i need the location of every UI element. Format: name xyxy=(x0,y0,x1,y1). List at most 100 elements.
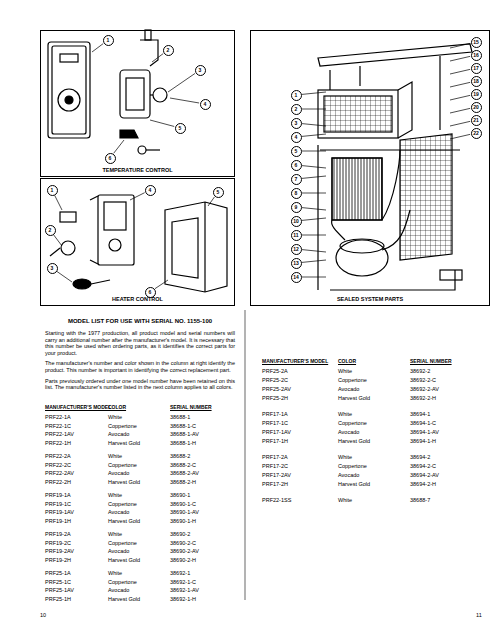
leader-line xyxy=(450,121,470,126)
table-cell: PRF19-1A xyxy=(45,492,71,498)
table-cell: 38688-2 xyxy=(170,453,190,459)
column-header: MANUFACTURER'S MODEL xyxy=(262,358,328,364)
table-cell: Coppertone xyxy=(108,501,137,507)
table-cell: PRF17-1C xyxy=(262,420,288,426)
callout-number: 16 xyxy=(471,50,482,61)
leader-line xyxy=(302,166,326,168)
callout-number: 7 xyxy=(291,174,302,185)
table-cell: PRF22-2C xyxy=(45,462,71,468)
panel-caption: TEMPERATURE CONTROL xyxy=(100,167,174,173)
illustration-panel: HEATER CONTROL xyxy=(40,178,235,306)
table-cell: Harvest Gold xyxy=(108,518,140,524)
callout-number: 1 xyxy=(291,90,302,101)
callout-number: 20 xyxy=(471,102,482,113)
table-cell: PRF25-1H xyxy=(45,596,71,602)
table-cell: 38690-1-AV xyxy=(170,509,199,515)
table-cell: PRF25-1C xyxy=(45,579,71,585)
leader-line xyxy=(302,151,326,152)
table-cell: White xyxy=(108,570,122,576)
leader-line xyxy=(450,134,470,139)
table-cell: PRF22-1SS xyxy=(262,497,291,503)
column-header: SERIAL NUMBER xyxy=(170,404,212,410)
leader-line xyxy=(302,92,326,94)
table-cell: PRF19-2C xyxy=(45,540,71,546)
table-cell: 38690-1 xyxy=(170,492,190,498)
table-cell: 38688-2-H xyxy=(170,479,196,485)
table-cell: Coppertone xyxy=(108,423,137,429)
table-cell: 38692-1-H xyxy=(170,596,196,602)
table-cell: PRF25-2AV xyxy=(262,386,291,392)
table-cell: 38692-2 xyxy=(410,368,430,374)
table-cell: White xyxy=(338,411,352,417)
table-cell: Harvest Gold xyxy=(108,596,140,602)
leader-line xyxy=(302,250,326,252)
leader-line xyxy=(450,95,470,100)
table-cell: White xyxy=(108,453,122,459)
table-cell: Avocado xyxy=(108,548,129,554)
table-cell: PRF22-2A xyxy=(45,453,71,459)
table-cell: 38690-2-AV xyxy=(170,548,199,554)
table-cell: 38692-2-C xyxy=(410,377,436,383)
callout-number: 18 xyxy=(471,76,482,87)
table-cell: 38692-1-AV xyxy=(170,587,199,593)
callout-number: 21 xyxy=(471,115,482,126)
table-cell: 38688-1-C xyxy=(170,423,196,429)
table-cell: 38694-2 xyxy=(410,454,430,460)
illustration-panel: SEALED SYSTEM PARTS xyxy=(250,30,490,306)
leader-line xyxy=(54,235,62,246)
column-header: SERIAL NUMBER xyxy=(410,358,452,364)
table-cell: Coppertone xyxy=(108,540,137,546)
leader-line xyxy=(208,197,215,206)
callout-number: 13 xyxy=(291,258,302,269)
leader-line xyxy=(450,69,470,74)
table-cell: 38688-2-AV xyxy=(170,470,199,476)
table-cell: PRF19-2AV xyxy=(45,548,74,554)
table-cell: Coppertone xyxy=(108,462,137,468)
table-cell: PRF25-2A xyxy=(262,368,288,374)
table-cell: 38694-2-AV xyxy=(410,472,439,478)
leader-line xyxy=(302,277,326,278)
callout-number: 19 xyxy=(471,89,482,100)
table-cell: PRF19-1AV xyxy=(45,509,74,515)
table-cell: 38694-1 xyxy=(410,411,430,417)
note-paragraph: Parts previously ordered under one model… xyxy=(45,378,235,391)
leader-line xyxy=(302,134,326,136)
callout-number: 9 xyxy=(291,202,302,213)
callout-number: 10 xyxy=(291,216,302,227)
table-cell: 38692-2-H xyxy=(410,395,436,401)
table-cell: Harvest Gold xyxy=(338,481,370,487)
table-cell: PRF19-2A xyxy=(45,531,71,537)
callout-number: 22 xyxy=(471,128,482,139)
leader-line xyxy=(57,271,72,282)
leader-line xyxy=(450,108,470,113)
leader-line xyxy=(168,73,195,92)
table-cell: Coppertone xyxy=(108,579,137,585)
table-cell: White xyxy=(338,368,352,374)
table-cell: PRF17-1H xyxy=(262,438,288,444)
table-cell: Harvest Gold xyxy=(338,438,370,444)
table-cell: 38694-1-AV xyxy=(410,429,439,435)
page-number: 10 xyxy=(40,612,46,618)
callout-number: 3 xyxy=(195,65,206,76)
table-cell: PRF25-2H xyxy=(262,395,288,401)
leader-line xyxy=(450,43,470,48)
callout-number: 2 xyxy=(291,104,302,115)
table-cell: White xyxy=(338,497,352,503)
table-cell: Avocado xyxy=(338,472,359,478)
table-cell: White xyxy=(108,531,122,537)
panel-caption: HEATER CONTROL xyxy=(110,296,165,302)
leader-line xyxy=(150,120,174,126)
callout-number: 3 xyxy=(291,118,302,129)
callout-number: 1 xyxy=(47,185,58,196)
leader-line xyxy=(302,235,326,236)
table-cell: Harvest Gold xyxy=(108,479,140,485)
callout-number: 6 xyxy=(105,153,116,164)
callout-number: 6 xyxy=(145,287,156,298)
callout-number: 8 xyxy=(291,188,302,199)
table-cell: 38690-1-H xyxy=(170,518,196,524)
callout-number: 11 xyxy=(291,230,302,241)
table-cell: 38692-1 xyxy=(170,570,190,576)
panel-caption: SEALED SYSTEM PARTS xyxy=(335,296,405,302)
leader-line xyxy=(92,44,103,52)
table-cell: PRF25-1A xyxy=(45,570,71,576)
